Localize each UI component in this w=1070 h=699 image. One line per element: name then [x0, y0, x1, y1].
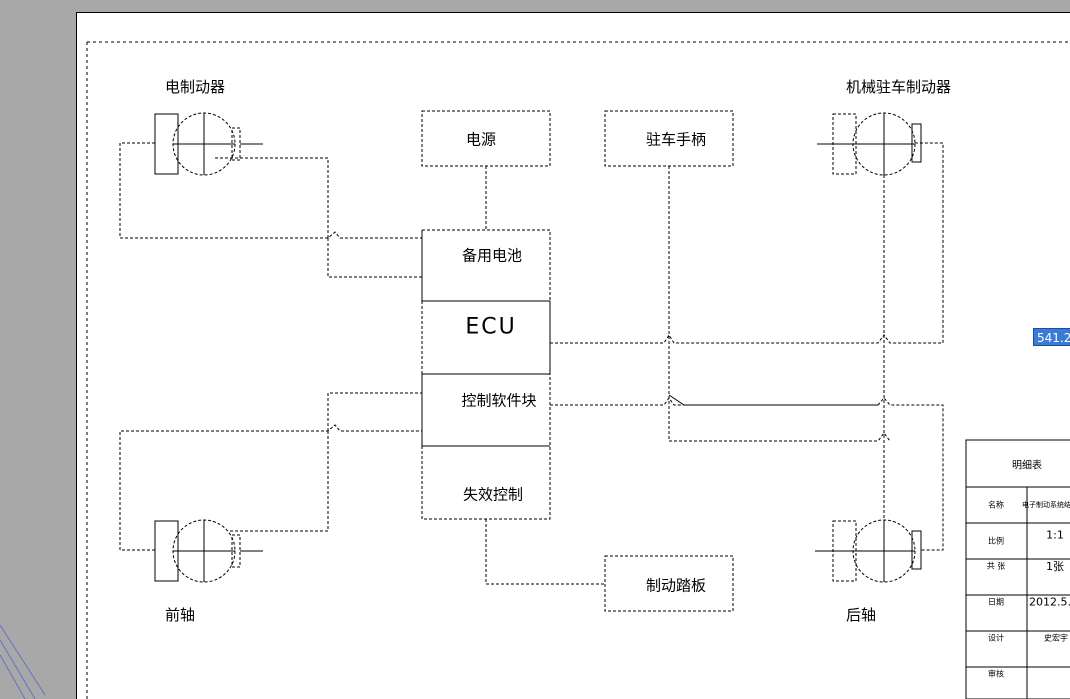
- sheet-border: [76, 12, 1070, 699]
- label-rear-axle: 后轴: [846, 606, 877, 624]
- tb-label-sheets: 共 张: [986, 561, 1006, 571]
- failsafe-label: 失效控制: [462, 485, 524, 504]
- tb-value-name: 电子制动系统结构: [1022, 501, 1070, 509]
- tb-label-date: 日期: [988, 597, 1004, 607]
- tb-value-sheets: 1张: [1046, 560, 1064, 573]
- wires: [119, 142, 944, 585]
- title-block: [965, 439, 1070, 699]
- coordinate-readout[interactable]: 541.2: [1033, 328, 1070, 346]
- handle-label: 驻车手柄: [645, 130, 707, 149]
- inner-border: [86, 41, 1070, 699]
- tb-label-name: 名称: [988, 500, 1004, 510]
- tb-value-designer: 史宏宇: [1044, 633, 1068, 643]
- software-label: 控制软件块: [461, 391, 537, 410]
- tb-label-scale: 比例: [988, 536, 1004, 546]
- brake-symbol-bottom-left: [154, 519, 263, 583]
- tb-label-designer: 设计: [988, 633, 1004, 643]
- pedal-box: [604, 555, 734, 612]
- power-label: 电源: [465, 130, 497, 149]
- label-elec-brake: 电制动器: [165, 78, 226, 96]
- pedal-label: 制动踏板: [645, 576, 707, 595]
- component-boxes: [421, 110, 734, 612]
- tb-value-scale: 1:1: [1046, 528, 1064, 542]
- brake-symbol-top-left: [154, 112, 263, 176]
- battery-label: 备用电池: [461, 246, 523, 265]
- controller-dividers: [421, 230, 551, 447]
- brake-symbol-top-right: [817, 112, 922, 176]
- title-block-header: 明细表: [1012, 460, 1042, 472]
- solid-wire: [668, 394, 878, 406]
- ecu-label: ECU: [465, 314, 517, 340]
- construction-lines: [0, 624, 46, 699]
- label-mech-brake: 机械驻车制动器: [846, 78, 952, 96]
- label-front-axle: 前轴: [165, 606, 196, 624]
- tb-label-review: 审核: [988, 669, 1004, 679]
- brake-symbol-bottom-right: [815, 519, 922, 583]
- tb-value-date: 2012.5.: [1029, 595, 1070, 609]
